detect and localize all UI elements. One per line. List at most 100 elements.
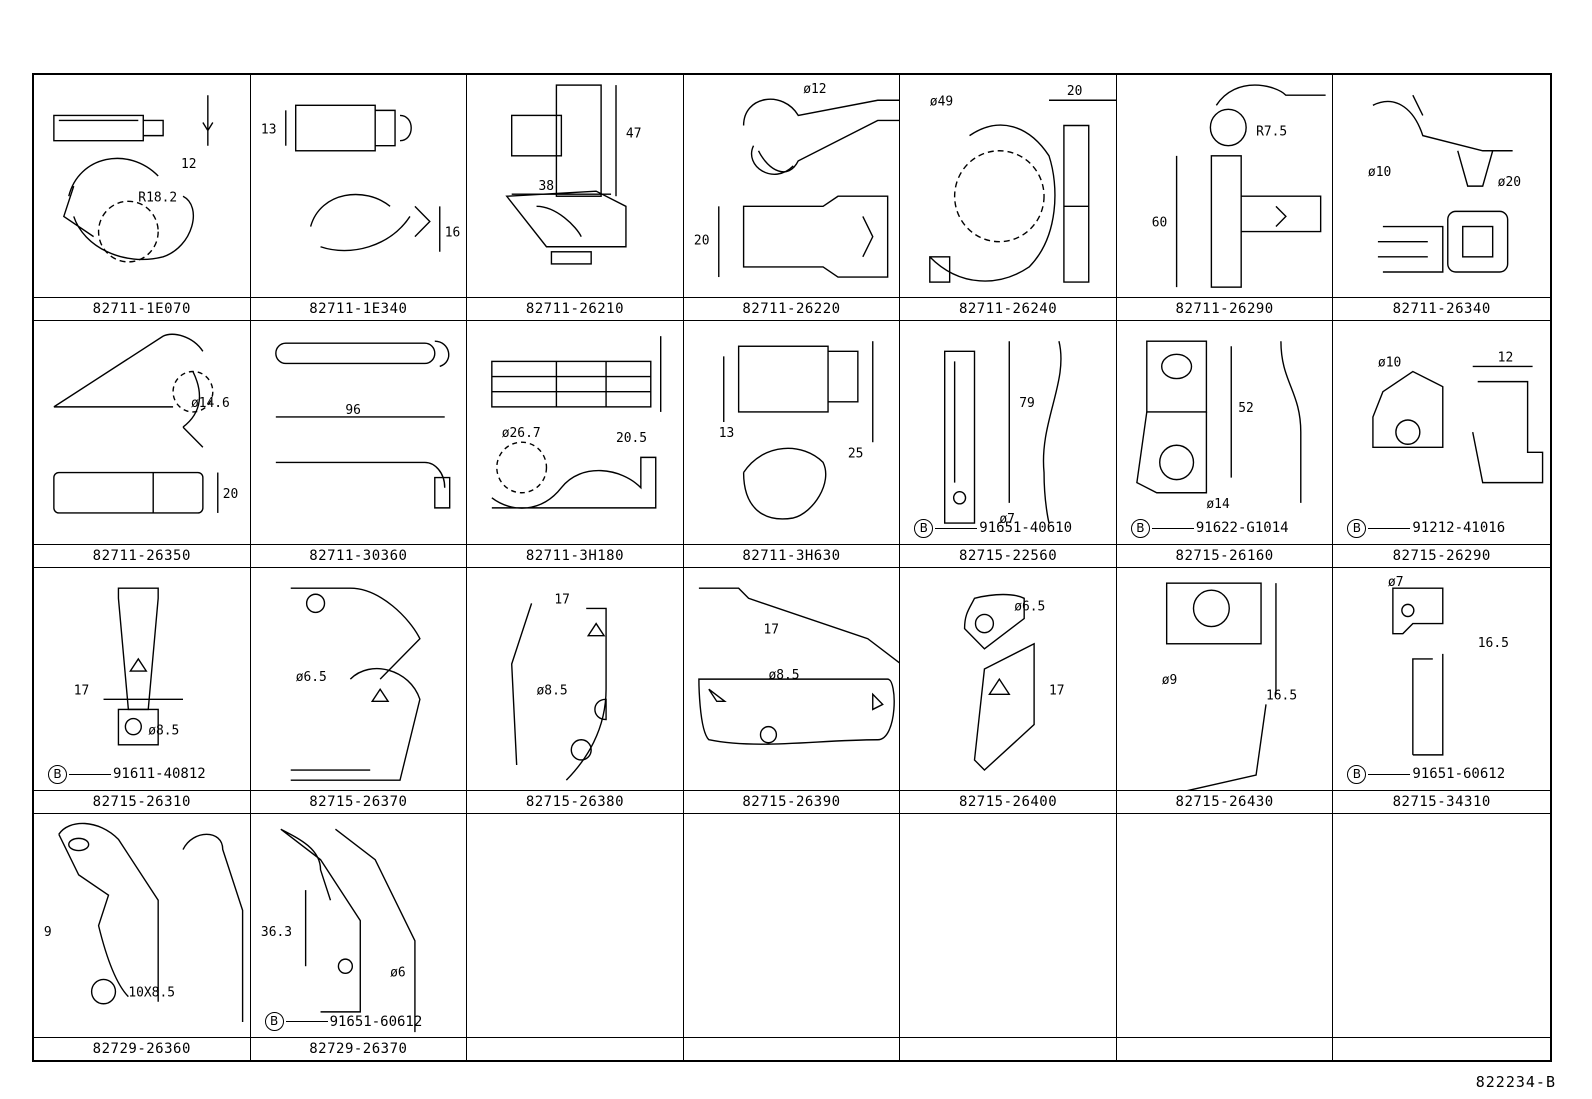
part-number xyxy=(1333,1037,1550,1060)
bolt-part-number: 91651-60612 xyxy=(1412,766,1506,783)
part-number: 82711-26220 xyxy=(683,297,900,320)
svg-text:R7.5: R7.5 xyxy=(1256,125,1287,140)
svg-text:ø6: ø6 xyxy=(390,965,406,980)
svg-text:ø10: ø10 xyxy=(1368,165,1391,180)
part-cell: 17 ø8.5 82715-26390 xyxy=(683,567,901,814)
svg-text:17: 17 xyxy=(555,592,571,607)
svg-text:17: 17 xyxy=(74,683,90,698)
bolt-part-number: 91651-40610 xyxy=(979,520,1072,536)
part-drawing: 17 ø8.5 xyxy=(467,568,683,790)
part-number xyxy=(1116,1037,1333,1060)
svg-text:ø9: ø9 xyxy=(1162,673,1178,688)
svg-text:47: 47 xyxy=(626,127,642,142)
part-drawing: 47 38 xyxy=(467,75,683,297)
svg-text:ø7: ø7 xyxy=(1388,575,1404,590)
part-cell: ø14.6 20 82711-26350 xyxy=(34,321,251,568)
bolt-part-number: 91622-G1014 xyxy=(1195,520,1289,536)
svg-text:79: 79 xyxy=(1019,396,1035,411)
svg-text:ø49: ø49 xyxy=(930,94,953,109)
svg-text:ø12: ø12 xyxy=(803,82,826,97)
svg-text:R18.2: R18.2 xyxy=(138,190,177,205)
part-number: 82715-26310 xyxy=(34,789,250,813)
svg-text:ø8.5: ø8.5 xyxy=(768,668,799,683)
part-number: 82729-26360 xyxy=(34,1037,250,1060)
svg-text:52: 52 xyxy=(1238,401,1254,416)
part-number: 82715-26160 xyxy=(1116,543,1333,567)
bolt-symbol: B xyxy=(1347,764,1367,784)
svg-text:13: 13 xyxy=(260,123,276,138)
svg-text:ø14.6: ø14.6 xyxy=(191,396,230,411)
part-number: 82711-26350 xyxy=(34,543,250,567)
part-drawing: ø49 20 xyxy=(900,75,1116,297)
svg-text:ø6.5: ø6.5 xyxy=(1015,599,1046,614)
svg-text:36.3: 36.3 xyxy=(260,924,291,939)
empty-cell xyxy=(900,813,1117,1060)
bolt-symbol: B xyxy=(914,518,934,538)
svg-text:9: 9 xyxy=(44,924,52,939)
part-number: 82729-26370 xyxy=(250,1037,467,1060)
part-number: 82715-26390 xyxy=(683,789,900,813)
svg-text:ø8.5: ø8.5 xyxy=(148,723,179,738)
part-number xyxy=(683,1037,900,1060)
svg-text:25: 25 xyxy=(848,447,864,462)
part-number xyxy=(467,1037,683,1060)
bolt-callout: B 91651-60612 xyxy=(1347,764,1506,784)
part-drawing: ø14.6 20 xyxy=(34,321,250,543)
part-number: 82711-26210 xyxy=(467,297,683,320)
empty-cell xyxy=(1116,813,1334,1060)
svg-text:ø14: ø14 xyxy=(1206,497,1229,512)
part-number: 82715-22560 xyxy=(900,543,1116,567)
part-number: 82711-3H180 xyxy=(467,543,683,567)
bolt-symbol: B xyxy=(1347,518,1367,538)
part-drawing xyxy=(1333,814,1550,1037)
empty-cell xyxy=(683,813,901,1060)
bolt-part-number: 91611-40812 xyxy=(113,766,206,783)
part-number: 82711-3H630 xyxy=(683,543,900,567)
part-number: 82715-26400 xyxy=(900,789,1116,813)
bolt-part-number: 91651-60612 xyxy=(329,1013,423,1030)
svg-text:ø10: ø10 xyxy=(1378,356,1401,371)
svg-text:ø8.5: ø8.5 xyxy=(537,683,568,698)
part-number: 82715-26370 xyxy=(250,789,467,813)
part-number: 82711-26290 xyxy=(1116,297,1333,320)
svg-text:16: 16 xyxy=(444,226,460,241)
svg-text:12: 12 xyxy=(1498,351,1514,366)
part-cell: 47 38 82711-26210 xyxy=(467,75,684,322)
svg-text:16.5: 16.5 xyxy=(1266,688,1297,703)
bolt-symbol: B xyxy=(1130,518,1150,538)
svg-text:20: 20 xyxy=(1067,84,1083,99)
svg-text:20: 20 xyxy=(223,487,239,502)
part-number: 82711-26340 xyxy=(1333,297,1550,320)
svg-text:38: 38 xyxy=(539,179,555,194)
bolt-callout: B 91622-G1014 xyxy=(1130,518,1289,538)
part-drawing xyxy=(1117,814,1333,1037)
part-number: 82711-1E070 xyxy=(34,297,250,320)
svg-text:17: 17 xyxy=(763,622,779,637)
